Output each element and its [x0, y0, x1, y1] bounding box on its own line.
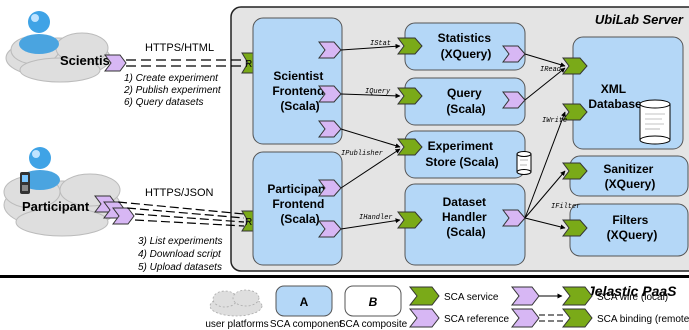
legend-sca-composite: SCA composite [339, 319, 408, 330]
legend-reference-icon [408, 308, 440, 328]
scientist-frontend-component [252, 17, 343, 145]
legend: user platforms A SCA component B SCA com… [205, 285, 689, 330]
iquery-label: IQuery [365, 88, 391, 96]
istat-label: IStat [370, 40, 391, 48]
participant-step-1: 3) List experiments [138, 236, 222, 247]
legend-service-icon [408, 286, 440, 306]
filters-label: Filters (XQuery) [607, 213, 658, 242]
server-title: UbiLab Server [595, 12, 684, 27]
legend-binding-svc [561, 308, 593, 328]
experiment-store-icon [516, 151, 532, 175]
scientist-label: Scientist [60, 53, 115, 68]
scientist-frontend-label: Scientist Frontend (Scala) [272, 69, 327, 113]
dataset-handler-label: Dataset Handler (Scala) [442, 195, 490, 239]
paas-label: Jelastic PaaS [587, 283, 677, 299]
participant-references [94, 195, 135, 225]
scientist-step-3: 6) Query datasets [124, 97, 203, 108]
query-label: Query (Scala) [446, 86, 485, 116]
legend-composite-box [344, 285, 402, 317]
scientist-step-2: 2) Publish experiment [123, 85, 222, 96]
sanitizer-label: Sanitizer (XQuery) [603, 162, 656, 191]
experiment-store-label: Experiment Store (Scala) [425, 139, 498, 169]
iread-label: IRead [540, 66, 562, 74]
legend-component-letter: A [300, 295, 309, 309]
legend-cloud-icon [209, 289, 263, 317]
xml-database-icon [639, 99, 671, 145]
component-services [397, 37, 588, 237]
wires [340, 43, 566, 230]
participant-frontend-label: Participant Frontend (Scala) [267, 182, 332, 226]
legend-sca-component: SCA component [270, 319, 342, 330]
scientist-cloud [5, 32, 111, 83]
scientist-avatar-icon [19, 11, 59, 54]
legend-user-platforms: user platforms [205, 319, 268, 330]
statistics-label: Statistics (XQuery) [438, 31, 495, 61]
component-references [318, 41, 526, 238]
scientist-reference [104, 54, 127, 72]
participant-protocol: HTTPS/JSON [145, 187, 214, 199]
legend-component-box [275, 285, 333, 317]
scientist-binding [126, 59, 243, 67]
participant-step-3: 5) Upload datasets [138, 262, 222, 273]
legend-sca-service: SCA service [444, 292, 499, 303]
legend-wire-ref [510, 286, 540, 306]
ipublisher-label: IPublisher [341, 150, 383, 158]
iwrite-label: IWrite [542, 117, 567, 125]
participant-label: Participant [22, 199, 90, 214]
participant-binding [117, 201, 245, 227]
legend-sca-reference: SCA reference [444, 314, 509, 325]
phone-icon [20, 172, 30, 194]
legend-sca-wire: SCA wire (local) [597, 292, 668, 303]
participant-step-2: 4) Download script [138, 249, 222, 260]
ihandler-label: IHandler [359, 214, 393, 222]
legend-sca-binding: SCA binding (remote) [597, 314, 689, 325]
scientist-step-1: 1) Create experiment [124, 73, 219, 84]
xml-database-label: XML Database [588, 82, 642, 111]
ifilter-label: IFilter [551, 203, 580, 211]
legend-composite-letter: B [369, 295, 378, 309]
legend-binding-ref [510, 308, 540, 328]
legend-wire-svc [561, 286, 593, 306]
paas-bar [0, 275, 689, 278]
scientist-protocol: HTTPS/HTML [145, 42, 214, 54]
